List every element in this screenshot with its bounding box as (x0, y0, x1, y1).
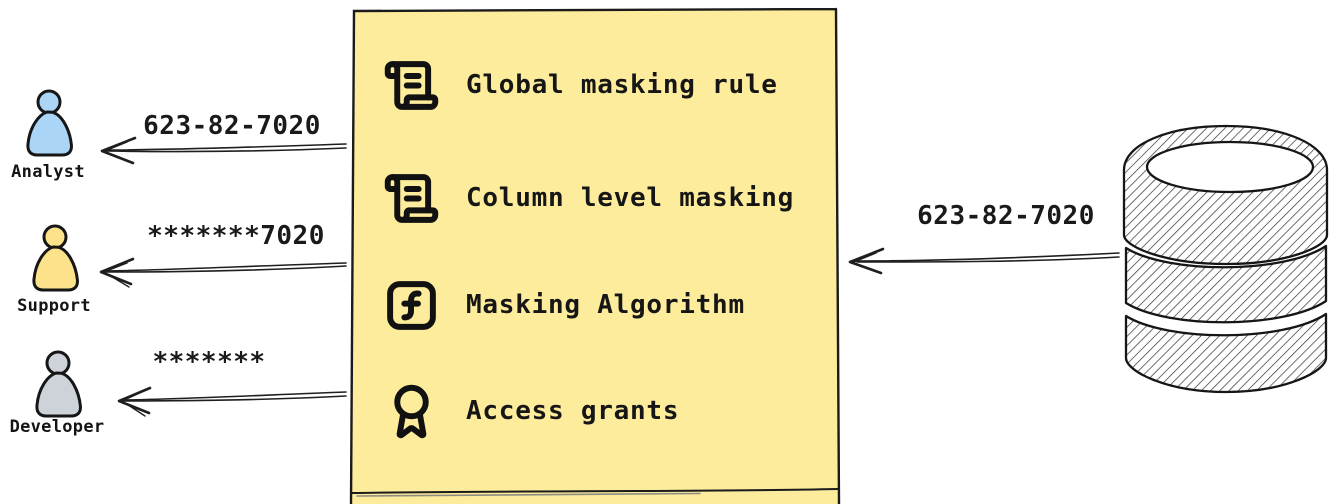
persona-analyst-label: Analyst (11, 162, 85, 182)
masking-feature-label: Masking Algorithm (466, 290, 745, 320)
masking-feature-row: Global masking rule (383, 56, 778, 114)
arrow-to-developer (117, 386, 347, 417)
masking-feature-label: Global masking rule (466, 70, 778, 100)
award-icon (383, 383, 440, 440)
function-square-icon (383, 277, 440, 334)
persona-developer (29, 350, 85, 422)
db-output-value: 623-82-7020 (917, 201, 1095, 231)
masked-value-analyst: 623-82-7020 (143, 111, 321, 141)
scroll-text-icon (383, 57, 440, 114)
person-icon (35, 350, 82, 418)
masking-feature-row: Access grants (383, 382, 679, 440)
persona-support (26, 224, 82, 296)
arrow-to-analyst (100, 136, 347, 165)
masking-feature-label: Column level masking (466, 183, 795, 213)
persona-analyst (20, 89, 76, 161)
scroll-text-icon (383, 170, 440, 227)
masking-feature-row: Masking Algorithm (383, 276, 745, 334)
arrow-to-support (99, 257, 347, 288)
masking-box (349, 7, 841, 504)
masked-value-developer: ******* (152, 347, 266, 377)
persona-support-label: Support (17, 296, 91, 316)
person-icon (32, 224, 79, 292)
arrow-db-to-box (848, 247, 1120, 275)
masking-feature-row: Column level masking (383, 169, 794, 227)
person-icon (26, 89, 73, 157)
masked-value-support: *******7020 (147, 221, 325, 251)
persona-developer-label: Developer (9, 417, 105, 437)
database-icon (1122, 124, 1329, 394)
masking-feature-label: Access grants (466, 396, 680, 426)
